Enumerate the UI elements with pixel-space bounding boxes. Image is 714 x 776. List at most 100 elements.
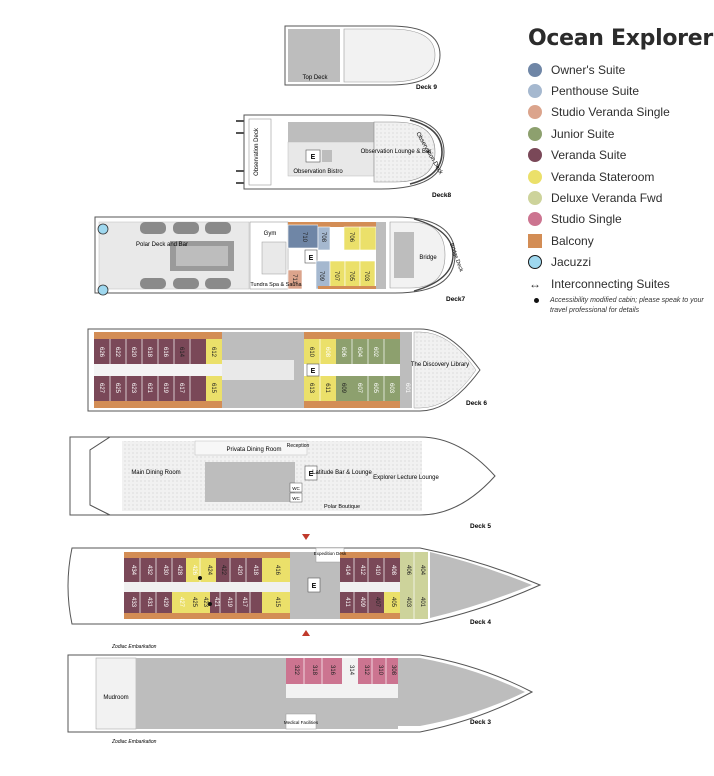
legend-swatch-icon — [528, 212, 542, 227]
cabin-601: 601 — [404, 383, 410, 394]
accessibility-dot-icon — [534, 298, 539, 304]
wc-label: WC — [292, 496, 300, 501]
cabin-409: 409 — [359, 597, 365, 608]
deck-3: Mudroom Zodiac Embarkation Zodiac Embark… — [67, 644, 534, 745]
cabin-605: 605 — [372, 383, 378, 394]
deck-3-label: Deck 3 — [470, 719, 491, 726]
cabin-418: 418 — [252, 565, 258, 576]
elevator-icon: E — [311, 368, 316, 375]
cabin-426: 426 — [191, 565, 197, 576]
legend-swatch-icon — [528, 255, 542, 270]
cabin-705: 705 — [348, 271, 354, 282]
jacuzzi-icon — [97, 284, 109, 296]
cabin-622: 622 — [114, 347, 120, 358]
cabin-707: 707 — [333, 271, 339, 282]
cabin-322: 322 — [293, 665, 299, 676]
elevator-icon: E — [309, 471, 314, 478]
legend-swatch-icon — [528, 169, 542, 184]
cabin-401: 401 — [419, 597, 425, 608]
legend-swatch-icon — [528, 191, 542, 206]
cabin-709: 709 — [318, 271, 324, 282]
cabin-604: 604 — [356, 347, 362, 358]
cabin-618: 618 — [146, 347, 152, 358]
legend-label: Deluxe Veranda Fwd — [551, 191, 663, 206]
discovery-library-label: The Discovery Library — [411, 362, 469, 368]
cabin-416: 416 — [274, 565, 280, 576]
cabin-403: 403 — [405, 597, 411, 608]
legend-label: Owner's Suite — [551, 62, 626, 77]
polar-boutique-label: Polar Boutique — [324, 504, 360, 510]
cabin-431: 431 — [146, 597, 152, 608]
accessibility-note: Accessibility modified cabin; please spe… — [528, 296, 714, 316]
cabin-310: 310 — [377, 665, 383, 676]
wc-label: WC — [292, 486, 300, 491]
observation-bistro-label: Observation Bistro — [293, 169, 343, 175]
privata-dining-room-label: Privata Dining Room — [226, 447, 281, 453]
legend-swatch-icon — [528, 84, 542, 99]
bridge-label: Bridge — [419, 255, 437, 261]
cabin-408: 408 — [390, 565, 396, 576]
cabin-708: 708 — [320, 232, 326, 243]
cabin-617: 617 — [178, 383, 184, 394]
legend-label: Studio Veranda Single — [551, 105, 670, 120]
cabin-316: 316 — [329, 665, 335, 676]
legend-swatch-icon — [528, 126, 542, 141]
deck-8: Observation Deck Observation Bistro Obse… — [236, 114, 452, 199]
deck-8-label: Deck8 — [432, 192, 452, 199]
cabin-425: 425 — [191, 597, 197, 608]
top-deck-label: Top Deck — [302, 75, 328, 81]
cabin-621: 621 — [146, 383, 152, 394]
legend-swatch-icon — [528, 148, 542, 163]
cabin-422: 422 — [220, 565, 226, 576]
cabin-428: 428 — [176, 565, 182, 576]
legend-swatch-icon — [528, 233, 542, 248]
legend-item: Studio Single — [528, 209, 714, 230]
cabin-710: 710 — [301, 232, 307, 243]
cabin-419: 419 — [226, 597, 232, 608]
medical-facilities-label: Medical Facilities — [284, 720, 319, 725]
cabin-608: 608 — [324, 347, 330, 358]
tundra-spa-label: Tundra Spa & Sauna — [250, 282, 302, 288]
cabin-612: 612 — [210, 347, 216, 358]
elevator-icon: E — [312, 583, 317, 590]
legend-label: Studio Single — [551, 212, 622, 227]
cabin-314: 314 — [348, 665, 354, 676]
cabin-613: 613 — [308, 383, 314, 394]
cabin-711: 711 — [291, 274, 297, 284]
cabin-602: 602 — [372, 347, 378, 358]
cabin-625: 625 — [114, 383, 120, 394]
legend-label: Jacuzzi — [551, 255, 592, 270]
cabin-615: 615 — [210, 383, 216, 394]
legend-item: Veranda Suite — [528, 145, 714, 166]
cabin-414: 414 — [344, 565, 350, 576]
legend-item: Jacuzzi — [528, 252, 714, 273]
cabin-616: 616 — [162, 347, 168, 358]
cabin-404: 404 — [419, 565, 425, 576]
legend-swatch-icon — [528, 62, 542, 77]
cabin-609: 609 — [340, 383, 346, 394]
cabin-405: 405 — [390, 597, 396, 608]
cabin-318: 318 — [311, 665, 317, 676]
legend-item: Veranda Stateroom — [528, 166, 714, 187]
deck-4-label: Deck 4 — [470, 619, 491, 626]
legend-label: Balcony — [551, 233, 594, 248]
cabin-627: 627 — [98, 383, 104, 394]
deck-5-label: Deck 5 — [470, 523, 491, 530]
cabin-415: 415 — [274, 597, 280, 608]
legend-item: Balcony — [528, 230, 714, 251]
zodiac-embarkation-label: Zodiac Embarkation — [111, 644, 157, 650]
cabin-429: 429 — [162, 597, 168, 608]
cabin-417: 417 — [241, 597, 247, 608]
legend-label: Junior Suite — [551, 126, 615, 141]
legend-label: Penthouse Suite — [551, 84, 640, 99]
main-dining-room-label: Main Dining Room — [131, 470, 180, 476]
expedition-desk-label: Expedition Desk — [314, 551, 347, 556]
legend-label: Veranda Suite — [551, 148, 627, 163]
cabin-607: 607 — [356, 383, 362, 394]
cabin-611: 611 — [324, 383, 330, 393]
accessibility-note-text: Accessibility modified cabin; please spe… — [550, 297, 704, 315]
